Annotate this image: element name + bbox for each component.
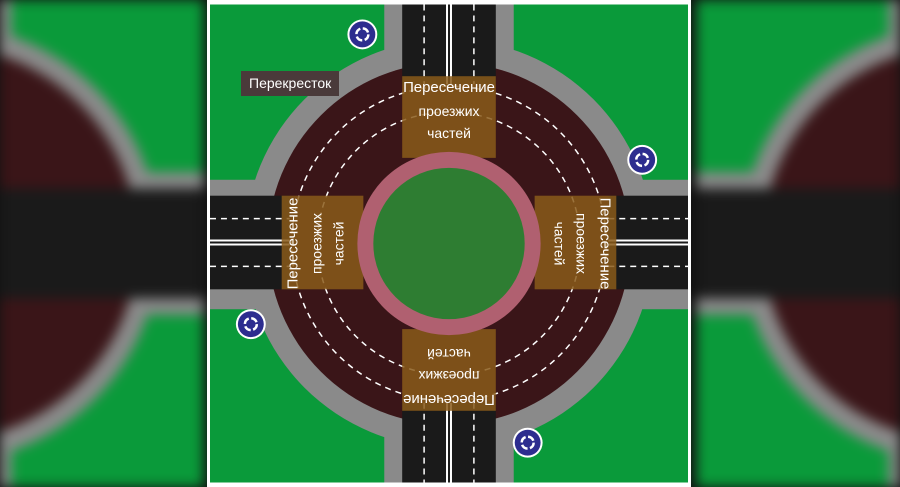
zone-right — [534, 195, 617, 290]
zone-label-line2: проезжих — [419, 103, 480, 119]
zone-bottom — [402, 329, 496, 411]
roundabout-svg: Пересечение проезжих частей Пересечение … — [210, 4, 688, 483]
zone-label-line3: частей — [330, 222, 346, 266]
zone-left — [281, 195, 364, 290]
intersection-title-label: Перекресток — [241, 71, 340, 96]
zone-label-bottom: Пересечение проезжих частей — [403, 346, 495, 408]
roundabout-sign-icon — [235, 309, 266, 340]
background-right-image — [696, 0, 900, 487]
zone-label-left: Пересечение проезжих частей — [285, 198, 347, 290]
roundabout-sign-icon — [512, 427, 543, 458]
intersection-zones — [281, 76, 617, 411]
central-island — [373, 167, 525, 320]
zone-label-line2: проезжих — [573, 213, 589, 274]
background-right-blur — [690, 0, 900, 487]
zone-label-line1: Пересечение — [403, 391, 495, 408]
roundabout-diagram: Пересечение проезжих частей Пересечение … — [207, 0, 691, 487]
zone-label-line1: Пересечение — [596, 198, 613, 290]
zone-top — [402, 76, 496, 158]
zone-label-line1: Пересечение — [285, 198, 302, 290]
zone-label-line1: Пересечение — [403, 79, 495, 96]
background-left-image — [0, 0, 204, 487]
roundabout-sign-icon — [347, 19, 378, 50]
zone-label-line2: проезжих — [309, 213, 325, 274]
zone-label-line2: проезжих — [418, 368, 479, 384]
zone-label-top: Пересечение проезжих частей — [403, 79, 495, 141]
zone-label-line3: частей — [552, 222, 568, 266]
background-left-blur — [0, 0, 210, 487]
zone-label-line3: частей — [427, 125, 471, 141]
zone-label-line3: частей — [427, 346, 471, 362]
approach-roads — [210, 4, 688, 483]
roundabout-sign-icon — [627, 144, 658, 175]
zone-label-right: Пересечение проезжих частей — [552, 198, 614, 290]
